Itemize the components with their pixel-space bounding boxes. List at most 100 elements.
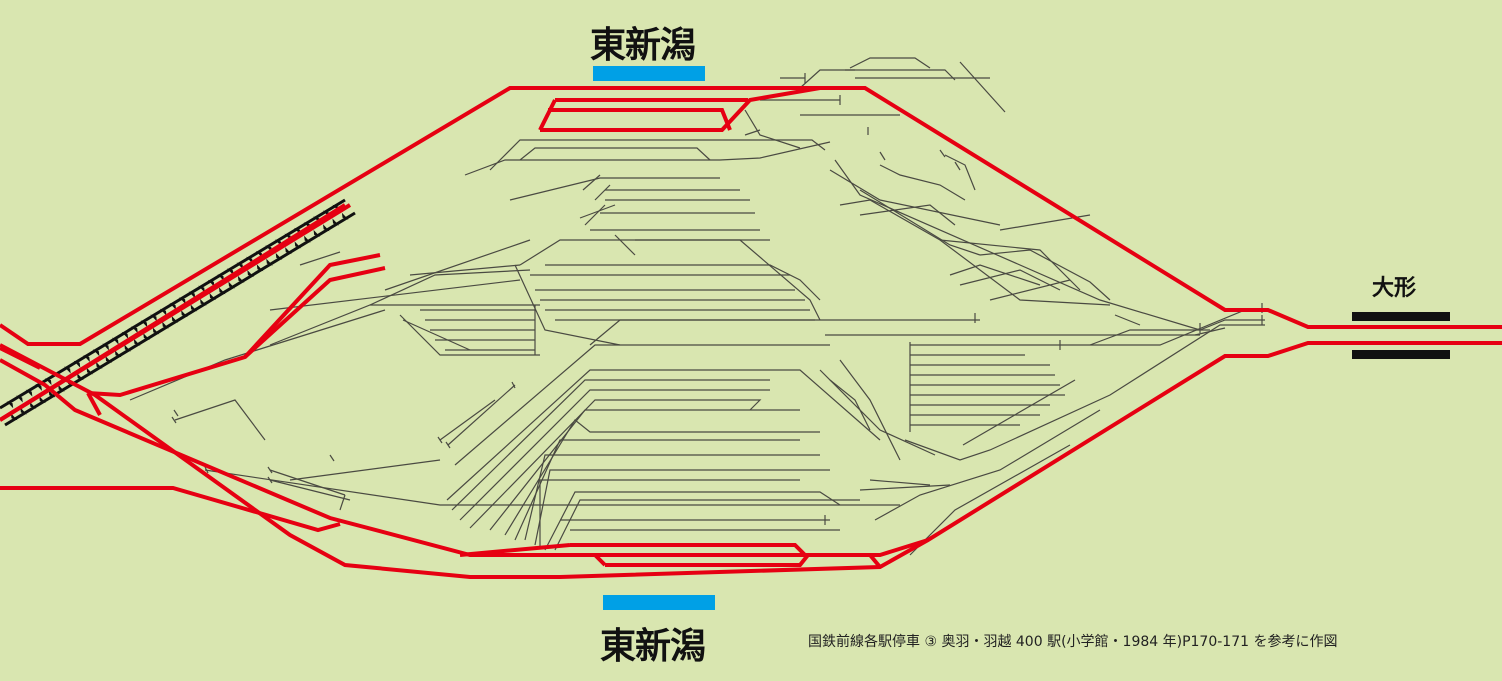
yard-track bbox=[1194, 327, 1226, 336]
yard-track bbox=[949, 264, 1041, 286]
viaduct-tick bbox=[44, 378, 52, 386]
bumper bbox=[329, 454, 335, 462]
viaduct-tick bbox=[169, 303, 177, 310]
yard-track bbox=[584, 204, 606, 226]
viaduct-tick bbox=[86, 367, 94, 375]
viaduct-tick bbox=[64, 366, 71, 374]
main-line-track bbox=[459, 543, 571, 557]
viaduct-tick bbox=[209, 292, 217, 300]
viaduct-tick bbox=[171, 315, 179, 323]
viaduct-tick bbox=[35, 383, 42, 391]
viaduct-tick bbox=[237, 275, 245, 283]
viaduct-tick bbox=[20, 407, 27, 415]
yard-track bbox=[1089, 329, 1210, 346]
main-line-track bbox=[805, 553, 882, 569]
viaduct-tick bbox=[25, 389, 33, 397]
yard-track bbox=[959, 61, 1006, 113]
bumper bbox=[954, 161, 961, 171]
viaduct-tick bbox=[256, 264, 264, 272]
yard-track bbox=[1114, 314, 1141, 326]
viaduct-tick bbox=[48, 390, 56, 398]
yard-track bbox=[299, 251, 341, 266]
viaduct-tick bbox=[92, 349, 100, 357]
main-line-track bbox=[548, 108, 732, 131]
viaduct-tick bbox=[133, 338, 141, 346]
bumper bbox=[171, 416, 177, 424]
viaduct-tick bbox=[236, 262, 244, 270]
bumper bbox=[879, 151, 886, 161]
viaduct-tick bbox=[58, 384, 65, 392]
viaduct-tick bbox=[284, 233, 292, 241]
yard-track bbox=[904, 324, 1265, 461]
yard-track bbox=[962, 379, 1076, 446]
yard-track bbox=[839, 359, 901, 461]
yard-track bbox=[269, 469, 346, 496]
yard-track bbox=[469, 399, 762, 529]
viaduct-tick bbox=[207, 279, 215, 287]
yard-track bbox=[849, 57, 931, 69]
viaduct-tick bbox=[294, 227, 301, 235]
yard-track bbox=[464, 141, 831, 176]
yard-track bbox=[1199, 319, 1265, 331]
viaduct-tick bbox=[77, 373, 84, 381]
viaduct-tick bbox=[29, 401, 37, 409]
bumper bbox=[173, 409, 179, 417]
yard-track bbox=[589, 319, 830, 346]
yard-track bbox=[534, 469, 830, 546]
viaduct-tick bbox=[112, 337, 119, 345]
viaduct-tick bbox=[265, 245, 272, 253]
bumper bbox=[437, 436, 443, 444]
yard-track bbox=[859, 204, 956, 226]
viaduct-tick bbox=[39, 396, 46, 404]
viaduct-tick bbox=[218, 287, 226, 295]
viaduct-tick bbox=[227, 268, 234, 276]
viaduct-tick bbox=[179, 297, 186, 305]
yard-track bbox=[944, 154, 976, 191]
main-line-track bbox=[0, 86, 1502, 346]
viaduct-tick bbox=[143, 333, 150, 341]
viaduct-tick bbox=[131, 326, 138, 334]
yard-track bbox=[579, 204, 616, 219]
viaduct-tick bbox=[228, 281, 236, 289]
viaduct-tick bbox=[114, 350, 122, 358]
main-line-track bbox=[0, 346, 41, 370]
viaduct-tick bbox=[10, 413, 18, 421]
yard-track bbox=[289, 459, 441, 481]
yard-track bbox=[402, 319, 471, 351]
yard-tracks bbox=[129, 57, 1265, 556]
viaduct-tick bbox=[266, 258, 273, 266]
yard-track bbox=[519, 147, 711, 161]
yard-track bbox=[439, 399, 496, 441]
viaduct-tick bbox=[105, 355, 113, 363]
platform-ogata-lower bbox=[1352, 350, 1450, 359]
yard-track bbox=[524, 454, 820, 541]
bumper bbox=[445, 441, 451, 449]
viaduct-tick bbox=[162, 321, 169, 329]
main-line-track bbox=[538, 99, 557, 131]
viaduct-tick bbox=[198, 285, 205, 293]
yard-track bbox=[819, 369, 936, 456]
yard-track bbox=[446, 369, 881, 501]
viaduct-tick bbox=[332, 204, 340, 212]
bumper bbox=[939, 149, 946, 158]
main-line-track bbox=[0, 486, 341, 533]
yard-track bbox=[829, 379, 871, 431]
viaduct-tick bbox=[6, 401, 14, 409]
yard-track bbox=[744, 109, 801, 149]
yard-track bbox=[539, 479, 800, 548]
yard-track bbox=[269, 304, 540, 346]
track-bumpers bbox=[171, 73, 1263, 525]
viaduct-tick bbox=[313, 229, 321, 237]
viaduct-tick bbox=[73, 360, 81, 368]
yard-track bbox=[384, 239, 531, 291]
viaduct-tick bbox=[322, 224, 330, 232]
yard-track bbox=[339, 494, 346, 511]
bumper bbox=[267, 466, 273, 474]
yard-track bbox=[910, 309, 1265, 346]
yard-track bbox=[447, 384, 516, 446]
viaduct-tick bbox=[322, 210, 330, 218]
viaduct-tick bbox=[159, 308, 167, 316]
yard-track bbox=[204, 469, 900, 506]
viaduct-tick bbox=[247, 270, 254, 278]
